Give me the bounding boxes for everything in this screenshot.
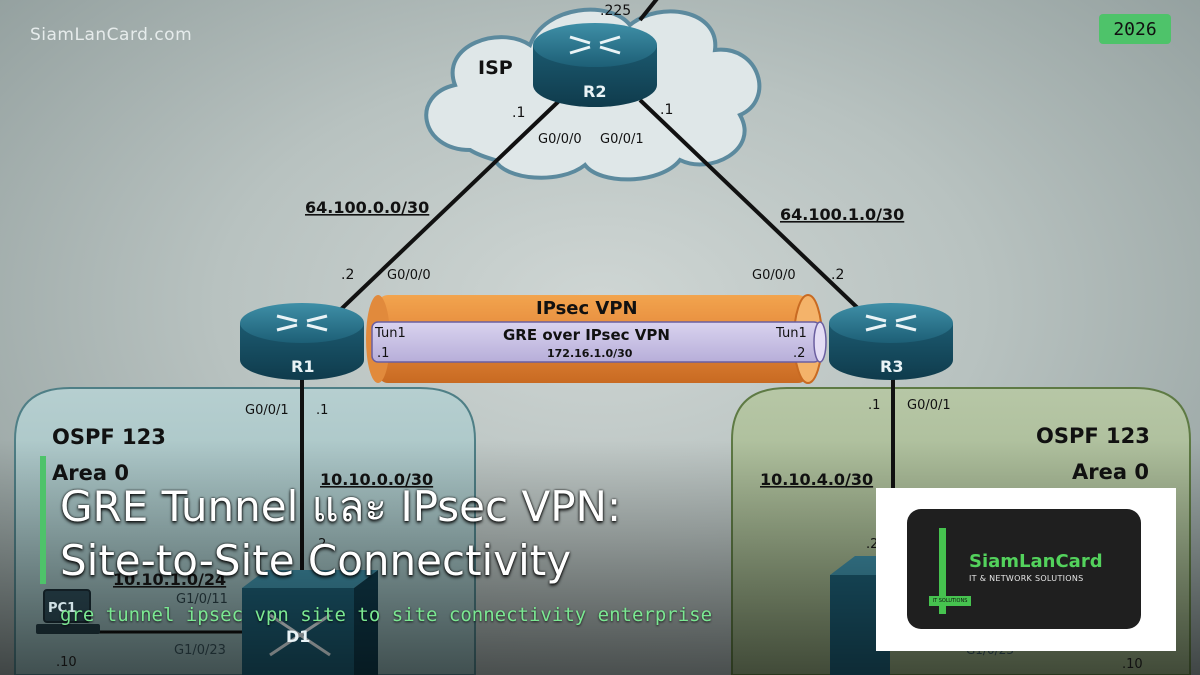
tunnel-left-addr: .1: [377, 346, 389, 361]
r1-lan-addr: .1: [316, 403, 328, 418]
isp-uplink: [638, 0, 659, 22]
isp-label: ISP: [478, 57, 513, 79]
link-r2-r3: [638, 98, 867, 317]
tunnel-net-label: 172.16.1.0/30: [547, 347, 633, 360]
title-accent-bar: [40, 456, 46, 584]
switch-d1-label: D1: [286, 627, 310, 646]
tunnel-outer-label: IPsec VPN: [536, 298, 638, 319]
title-line-1: GRE Tunnel และ IPsec VPN:: [60, 482, 622, 531]
router-r1-label: R1: [291, 357, 314, 376]
brand-logo: IT SOLUTIONS SiamLanCard IT & NETWORK SO…: [876, 488, 1176, 651]
logo-name: SiamLanCard: [969, 551, 1103, 572]
router-r3-label: R3: [880, 357, 903, 376]
ospf-left-area: Area 0: [52, 461, 129, 485]
r3-lan-addr: .1: [868, 398, 880, 413]
tunnel-right-if: Tun1: [775, 326, 807, 341]
r2-right-if: G0/0/1: [600, 132, 644, 147]
d1-up-addr: .2: [314, 537, 326, 552]
net-r1-lan-label: 10.10.0.0/30: [320, 470, 433, 489]
link-r2-r1: [333, 98, 562, 317]
r1-wan-addr: .2: [341, 267, 354, 283]
router-r3[interactable]: [829, 303, 953, 380]
net-r3-lan-label: 10.10.4.0/30: [760, 470, 873, 489]
ipsec-tunnel: [366, 294, 827, 384]
keyword-subtitle: gre tunnel ipsec vpn site to site connec…: [60, 604, 713, 626]
logo-accent-bar: [939, 528, 946, 614]
r2-right-addr: .1: [660, 102, 673, 118]
tunnel-left-if: Tun1: [374, 326, 406, 341]
page-title: GRE Tunnel และ IPsec VPN: Site-to-Site C…: [60, 480, 860, 588]
router-r2[interactable]: [533, 23, 657, 107]
ospf-left-name: OSPF 123: [52, 425, 166, 449]
d1-port-b: G1/0/23: [174, 643, 226, 658]
logo-tag: IT SOLUTIONS: [929, 596, 971, 606]
router-r2-label: R2: [583, 82, 606, 101]
ospf-right-area: Area 0: [1072, 460, 1149, 484]
r3-side-addr: .10: [1122, 657, 1143, 672]
r3-wan-addr: .2: [831, 267, 844, 283]
pc-addr: .10: [56, 655, 77, 670]
site-watermark: SiamLanCard.com: [30, 25, 193, 45]
r3-wan-if: G0/0/0: [752, 268, 796, 283]
year-badge: 2026: [1099, 14, 1171, 44]
tunnel-inner-label: GRE over IPsec VPN: [503, 326, 670, 344]
title-line-2: Site-to-Site Connectivity: [60, 536, 572, 585]
net-right-label: 64.100.1.0/30: [780, 205, 904, 224]
d1-port-a: G1/0/11: [176, 592, 228, 607]
d3-addr: .2: [866, 537, 878, 552]
logo-card: IT SOLUTIONS SiamLanCard IT & NETWORK SO…: [907, 509, 1141, 629]
isp-top-addr: .225: [600, 3, 631, 19]
r3-lan-if: G0/0/1: [907, 398, 951, 413]
r1-lan-if: G0/0/1: [245, 403, 289, 418]
r1-wan-if: G0/0/0: [387, 268, 431, 283]
logo-tagline: IT & NETWORK SOLUTIONS: [969, 574, 1084, 583]
r2-left-if: G0/0/0: [538, 132, 582, 147]
pc-label: PC1: [48, 601, 76, 616]
r2-left-addr: .1: [512, 105, 525, 121]
tunnel-right-addr: .2: [793, 346, 805, 361]
net-left-label: 64.100.0.0/30: [305, 198, 429, 217]
ospf-right-name: OSPF 123: [1036, 424, 1150, 448]
router-r1[interactable]: [240, 303, 364, 380]
pc-net-label: 10.10.1.0/24: [113, 570, 226, 589]
